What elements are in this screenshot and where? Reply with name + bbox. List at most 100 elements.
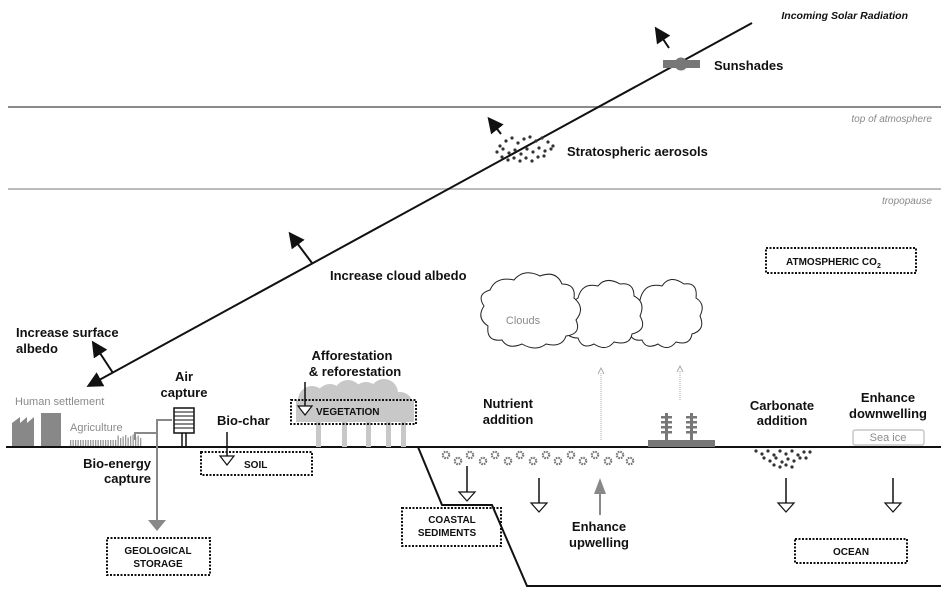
particle — [760, 452, 764, 456]
vegetation-box: VEGETATION — [290, 399, 417, 425]
particle — [784, 463, 788, 467]
clouds-icon — [480, 272, 703, 349]
nutrient-sink-arrow-2 — [529, 502, 549, 513]
particle — [802, 450, 806, 454]
nutrient-particle — [515, 450, 525, 460]
crop — [130, 436, 132, 446]
crop — [117, 435, 119, 446]
clouds-label: Clouds — [506, 315, 541, 327]
carbonate-addition-label-1: Carbonate — [750, 398, 814, 413]
upwelling-arrow — [594, 478, 606, 494]
soil-box: SOIL — [200, 451, 313, 476]
carbonate-particles-icon — [754, 449, 812, 469]
crop — [120, 438, 122, 446]
crop — [140, 438, 142, 446]
particle — [790, 449, 794, 453]
crop — [90, 440, 92, 446]
afforestation-label-1: Afforestation — [312, 348, 393, 363]
particle — [522, 137, 526, 141]
particle — [531, 150, 535, 154]
nutrient-particle — [490, 450, 500, 460]
geological-storage-label-1: GEOLOGICAL — [124, 546, 191, 557]
solar-radiation-ray — [86, 22, 753, 387]
particle — [772, 453, 776, 457]
particle — [500, 155, 504, 159]
vegetation-label: VEGETATION — [316, 407, 380, 418]
sunshades-label: Sunshades — [714, 58, 783, 73]
crop — [137, 435, 139, 446]
aerosol-dots-icon — [495, 135, 555, 163]
nutrient-particle — [553, 456, 563, 466]
particle — [510, 136, 514, 140]
svg-text:ATMOSPHERIC CO2: ATMOSPHERIC CO2 — [786, 257, 881, 270]
crop — [97, 440, 99, 446]
particle — [790, 465, 794, 469]
nutrient-particle — [541, 450, 551, 460]
coastal-sediments-box: COASTAL SEDIMENTS — [401, 507, 502, 547]
nutrient-particle — [503, 456, 513, 466]
atmospheric-co2-box: ATMOSPHERIC CO2 — [765, 247, 917, 274]
carbonate-addition-label-2: addition — [757, 413, 808, 428]
nutrient-particle — [441, 450, 451, 460]
nutrient-particle — [615, 450, 625, 460]
nutrient-particle — [590, 450, 600, 460]
agriculture-label: Agriculture — [70, 422, 123, 434]
atmospheric-co2-label: ATMOSPHERIC CO — [786, 257, 877, 268]
particle — [543, 149, 547, 153]
sea-ice-label: Sea ice — [870, 432, 907, 444]
crop — [122, 436, 124, 446]
air-capture-label-1: Air — [175, 369, 193, 384]
crop — [92, 440, 94, 446]
crop — [112, 440, 114, 446]
crop — [125, 435, 127, 446]
sunshade-icon — [663, 57, 700, 71]
particle — [808, 450, 812, 454]
crop — [80, 440, 82, 446]
crop — [107, 440, 109, 446]
enhance-upwelling-label-1: Enhance — [572, 519, 626, 534]
particle — [506, 158, 510, 162]
downwelling-arrow — [883, 502, 903, 513]
crop — [75, 440, 77, 446]
air-capture-tower-icon — [173, 407, 195, 446]
crop — [87, 440, 89, 446]
co2-subscript: 2 — [877, 263, 881, 270]
particle — [516, 141, 520, 145]
ocean-platform-icon — [648, 413, 715, 447]
particle — [551, 144, 555, 148]
particle — [796, 453, 800, 457]
particle — [768, 459, 772, 463]
crop — [72, 440, 74, 446]
nutrient-particle — [528, 456, 538, 466]
nutrient-particle — [566, 450, 576, 460]
particle — [786, 457, 790, 461]
surface-albedo-label-2: albedo — [16, 341, 58, 356]
nutrient-particle — [465, 450, 475, 460]
particle — [525, 147, 529, 151]
particle — [778, 465, 782, 469]
crop — [115, 440, 117, 446]
crop — [102, 440, 104, 446]
air-capture-label-2: capture — [161, 385, 208, 400]
crop — [77, 440, 79, 446]
nutrient-addition-label-2: addition — [483, 412, 534, 427]
particle — [513, 148, 517, 152]
crop — [110, 440, 112, 446]
particle — [766, 449, 770, 453]
stratospheric-aerosols-label: Stratospheric aerosols — [567, 144, 708, 159]
nutrient-particles-icon — [441, 450, 635, 466]
agriculture-crops-icon — [70, 434, 142, 446]
carbonate-sink-arrow — [776, 502, 796, 513]
particle — [537, 146, 541, 150]
bio-energy-label-2: capture — [104, 471, 151, 486]
particle — [778, 449, 782, 453]
particle — [536, 155, 540, 159]
particle — [780, 460, 784, 464]
particle — [507, 151, 511, 155]
enhance-downwelling-label-2: downwelling — [849, 406, 927, 421]
particle — [501, 147, 505, 151]
nutrient-particle — [453, 456, 463, 466]
crop — [95, 440, 97, 446]
crop — [135, 437, 137, 446]
